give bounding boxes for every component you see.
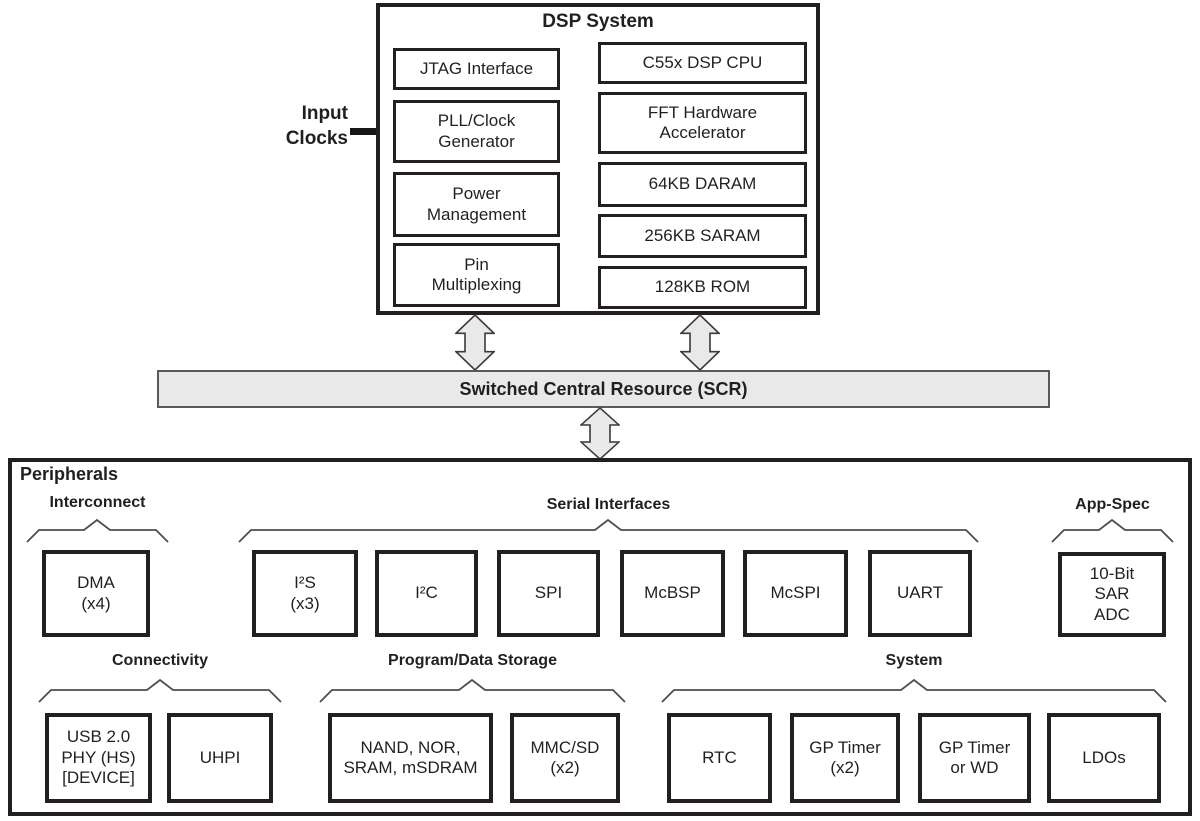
section-label-interconnect: Interconnect [49,494,146,511]
block-256kb-saram: 256KB SARAM [598,214,807,258]
input-clocks-label: Input Clocks [285,103,348,149]
block-spi: SPI [497,550,600,637]
app-spec-brace-icon [1051,518,1174,543]
block-mcbsp: McBSP [620,550,725,637]
block-64kb-daram: 64KB DARAM [598,162,807,207]
peripherals-box: Peripherals Interconnect Serial Interfac… [8,458,1192,816]
block-i2s: I²S (x3) [252,550,358,637]
interconnect-brace-icon [26,518,169,543]
block-fft-hardware-accelerator: FFT Hardware Accelerator [598,92,807,154]
section-label-system: System [885,652,943,669]
dsp-system-box: DSP System JTAG Interface PLL/Clock Gene… [376,3,820,315]
block-mcspi: McSPI [743,550,848,637]
block-memory: NAND, NOR, SRAM, mSDRAM [328,713,493,803]
block-rtc: RTC [667,713,772,803]
block-dma: DMA (x4) [42,550,150,637]
block-mmc-sd: MMC/SD (x2) [510,713,620,803]
program-data-storage-brace-icon [319,678,626,703]
block-gp-timer-or-wd: GP Timer or WD [918,713,1031,803]
block-uart: UART [868,550,972,637]
section-label-program-data-storage: Program/Data Storage [388,652,557,669]
dsp-system-title: DSP System [542,11,654,32]
block-jtag-interface: JTAG Interface [393,48,560,90]
block-128kb-rom: 128KB ROM [598,266,807,309]
scr-peripherals-arrow-icon [580,407,620,460]
section-label-connectivity: Connectivity [111,652,208,669]
peripherals-title: Peripherals [20,464,119,484]
block-power-management: Power Management [393,172,560,237]
section-label-app-spec: App-Spec [1075,496,1150,513]
dsp-scr-arrow-right-icon [680,314,720,371]
block-pin-multiplexing: Pin Multiplexing [393,243,560,307]
connectivity-brace-icon [38,678,282,703]
block-ldos: LDOs [1047,713,1161,803]
block-i2c: I²C [375,550,478,637]
block-gp-timer-x2: GP Timer (x2) [790,713,900,803]
block-usb-phy: USB 2.0 PHY (HS) [DEVICE] [45,713,152,803]
system-brace-icon [661,678,1167,703]
scr-bar: Switched Central Resource (SCR) [157,370,1050,408]
block-sar-adc: 10-Bit SAR ADC [1058,552,1166,637]
block-c55x-dsp-cpu: C55x DSP CPU [598,42,807,84]
block-uhpi: UHPI [167,713,273,803]
serial-interfaces-brace-icon [238,518,979,543]
dsp-scr-arrow-left-icon [455,314,495,371]
block-pll-clock-generator: PLL/Clock Generator [393,100,560,163]
section-label-serial-interfaces: Serial Interfaces [546,496,671,513]
